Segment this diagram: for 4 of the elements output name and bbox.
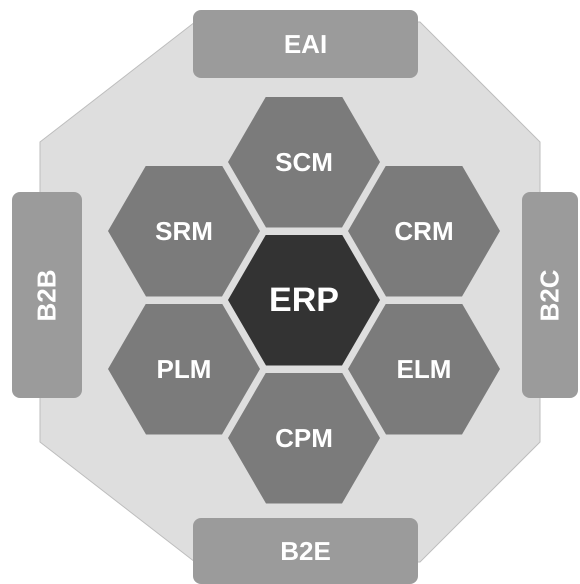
integration-tab: B2E	[193, 518, 418, 584]
integration-tab: B2B	[12, 192, 82, 398]
integration-tab: EAI	[193, 10, 418, 78]
integration-tab: B2C	[522, 192, 578, 398]
